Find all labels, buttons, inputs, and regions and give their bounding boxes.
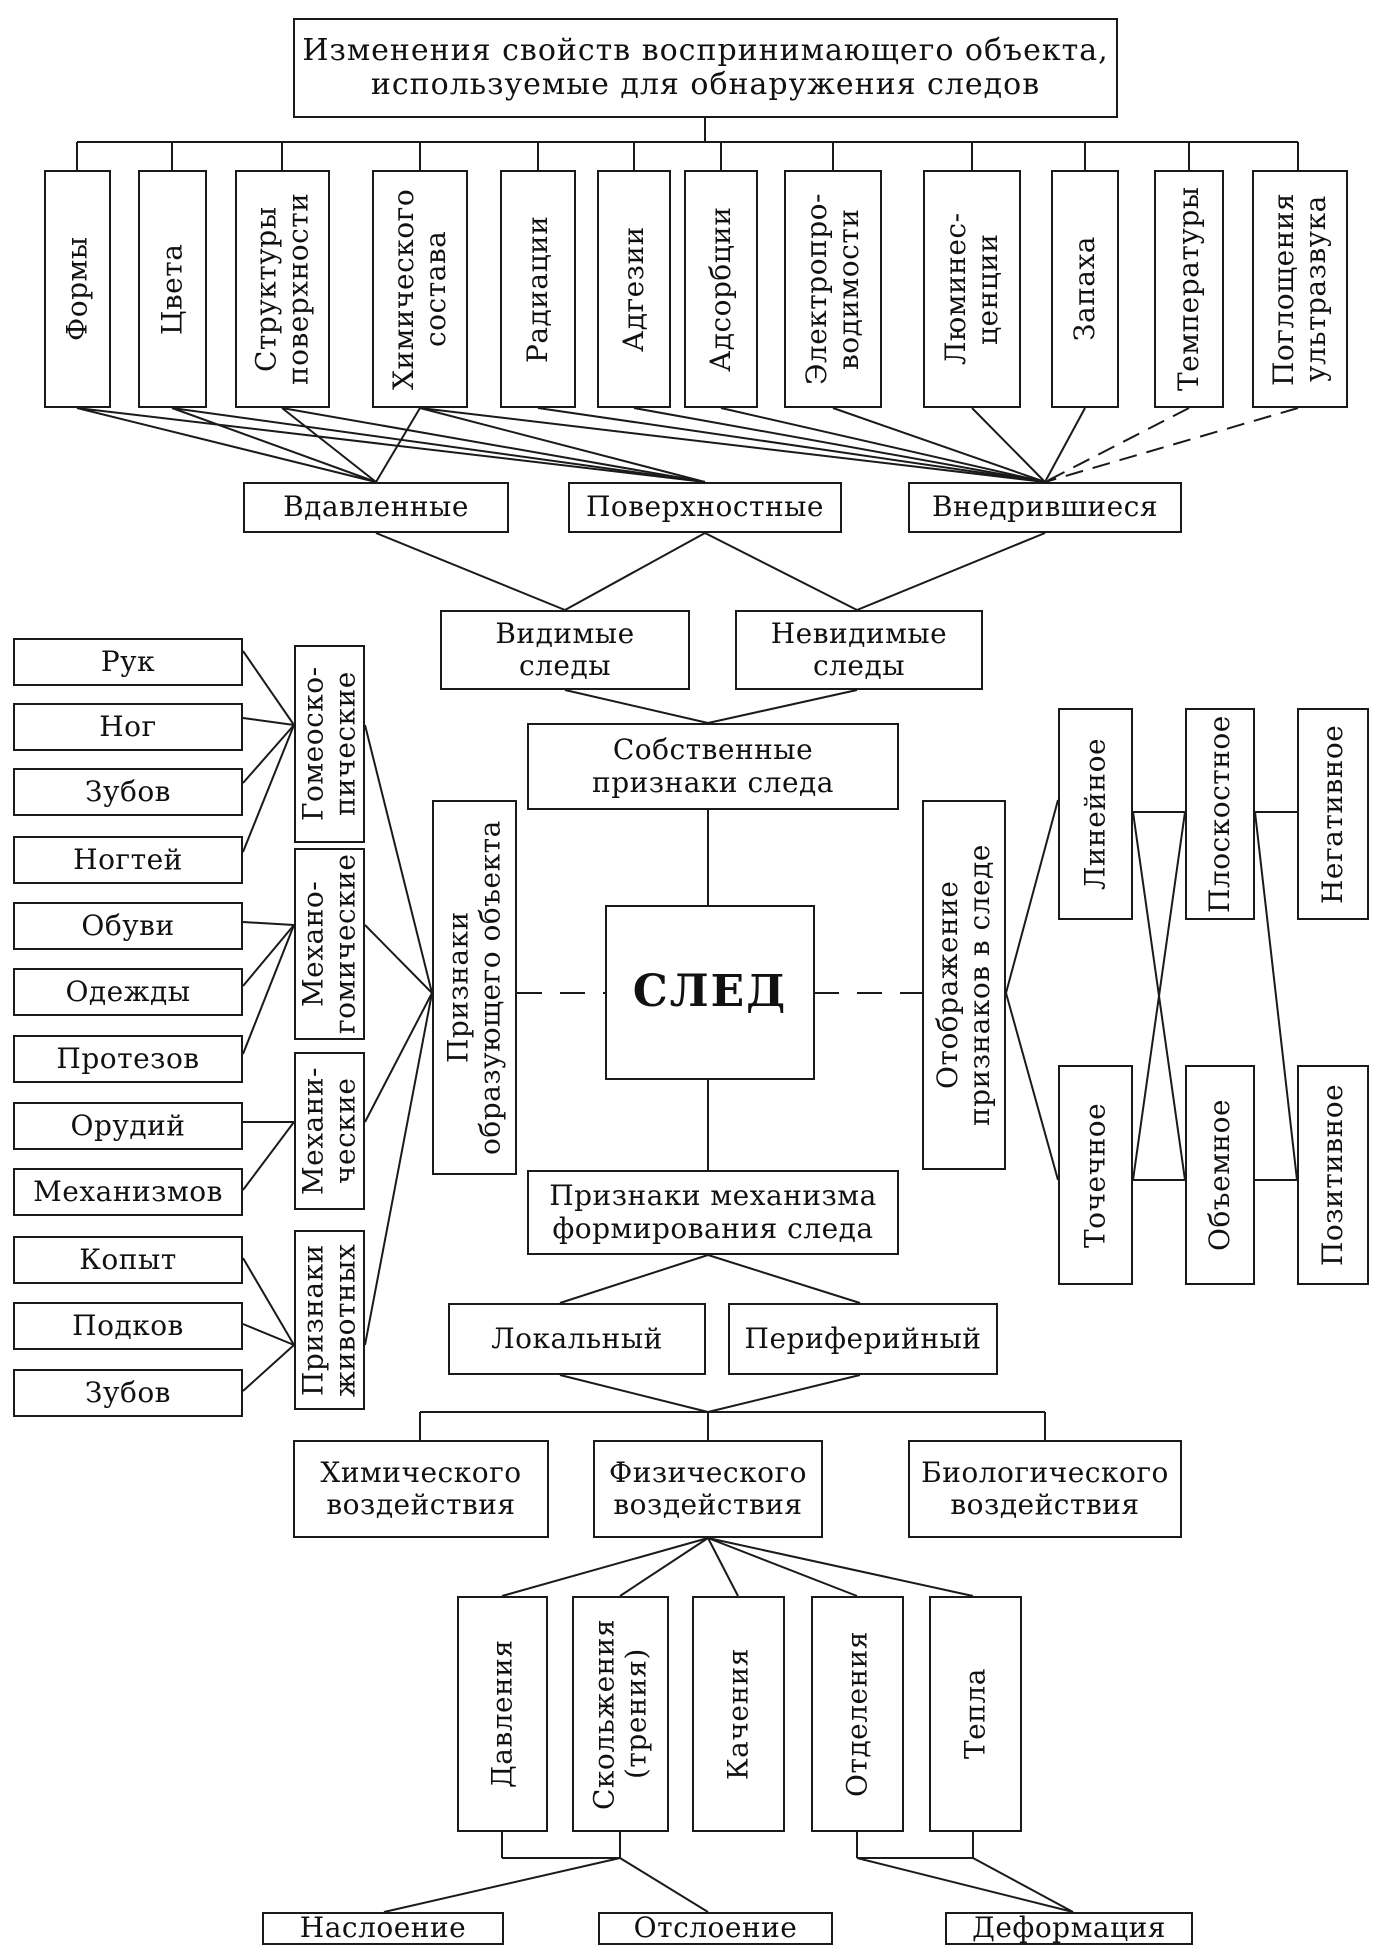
depth-pressed: Вдавленные: [243, 482, 509, 533]
object-features: Признаки образующего объекта: [432, 800, 517, 1175]
property-chemical-composition: Химического состава: [372, 170, 468, 408]
right-item-point: Точечное: [1058, 1065, 1133, 1285]
left-item-prostheses: Протезов: [13, 1035, 243, 1083]
left-item-hands: Рук: [13, 638, 243, 686]
result-peeling: Отслоение: [598, 1912, 833, 1945]
physical-pressure: Давления: [457, 1596, 548, 1832]
left-item-clothes: Одежды: [13, 968, 243, 1016]
property-adhesion: Адгезии: [597, 170, 671, 408]
left-item-hooves: Копыт: [13, 1236, 243, 1284]
property-surface-structure: Структуры поверхности: [235, 170, 330, 408]
property-conductivity: Электропро- водимости: [784, 170, 882, 408]
physical-sliding: Скольжения (трения): [572, 1596, 669, 1832]
property-form: Формы: [44, 170, 111, 408]
property-radiation: Радиации: [500, 170, 576, 408]
contact-peripheral: Периферийный: [728, 1303, 998, 1375]
depth-surface: Поверхностные: [568, 482, 842, 533]
right-item-positive: Позитивное: [1297, 1065, 1369, 1285]
left-item-animal-teeth: Зубов: [13, 1369, 243, 1417]
visible-traces: Видимые следы: [440, 610, 690, 690]
depth-embedded: Внедрившиеся: [908, 482, 1182, 533]
group-mechanical: Механи- ческие: [294, 1052, 365, 1210]
left-item-feet: Ног: [13, 703, 243, 751]
impact-chemical: Химического воздействия: [293, 1440, 549, 1538]
property-smell: Запаха: [1051, 170, 1119, 408]
impact-physical: Физического воздействия: [593, 1440, 823, 1538]
left-item-mechanisms: Механизмов: [13, 1168, 243, 1216]
physical-rolling: Качения: [692, 1596, 785, 1832]
impact-biological: Биологического воздействия: [908, 1440, 1182, 1538]
left-item-horseshoes: Подков: [13, 1302, 243, 1350]
right-item-negative: Негативное: [1297, 708, 1369, 920]
physical-separation: Отделения: [811, 1596, 904, 1832]
left-item-shoes: Обуви: [13, 902, 243, 950]
property-color: Цвета: [138, 170, 207, 408]
property-adsorption: Адсорбции: [684, 170, 758, 408]
display-features: Отображение признаков в следе: [922, 800, 1006, 1170]
left-item-nails: Ногтей: [13, 836, 243, 884]
left-item-teeth: Зубов: [13, 768, 243, 816]
left-item-tools: Орудий: [13, 1102, 243, 1150]
result-layering: Наслоение: [262, 1912, 504, 1945]
property-ultrasound: Поглощения ультразвука: [1252, 170, 1348, 408]
group-mechanohomic: Механо- гомические: [294, 848, 365, 1040]
right-item-volumetric: Объемное: [1185, 1065, 1255, 1285]
group-animal-features: Признаки животных: [294, 1230, 365, 1410]
mechanism-features: Признаки механизма формирования следа: [527, 1170, 899, 1255]
contact-local: Локальный: [448, 1303, 706, 1375]
group-homeoscopic: Гомеоско- пические: [294, 645, 365, 843]
physical-heat: Тепла: [929, 1596, 1022, 1832]
center-trace: СЛЕД: [605, 905, 815, 1080]
invisible-traces: Невидимые следы: [735, 610, 983, 690]
right-item-linear: Линейное: [1058, 708, 1133, 920]
property-temperature: Температуры: [1154, 170, 1224, 408]
result-deformation: Деформация: [945, 1912, 1193, 1945]
own-trace-features: Собственные признаки следа: [527, 723, 899, 810]
right-item-planar: Плоскостное: [1185, 708, 1255, 920]
property-luminescence: Люминес- ценции: [923, 170, 1021, 408]
top-title-box: Изменения свойств воспринимающего объект…: [293, 18, 1118, 118]
